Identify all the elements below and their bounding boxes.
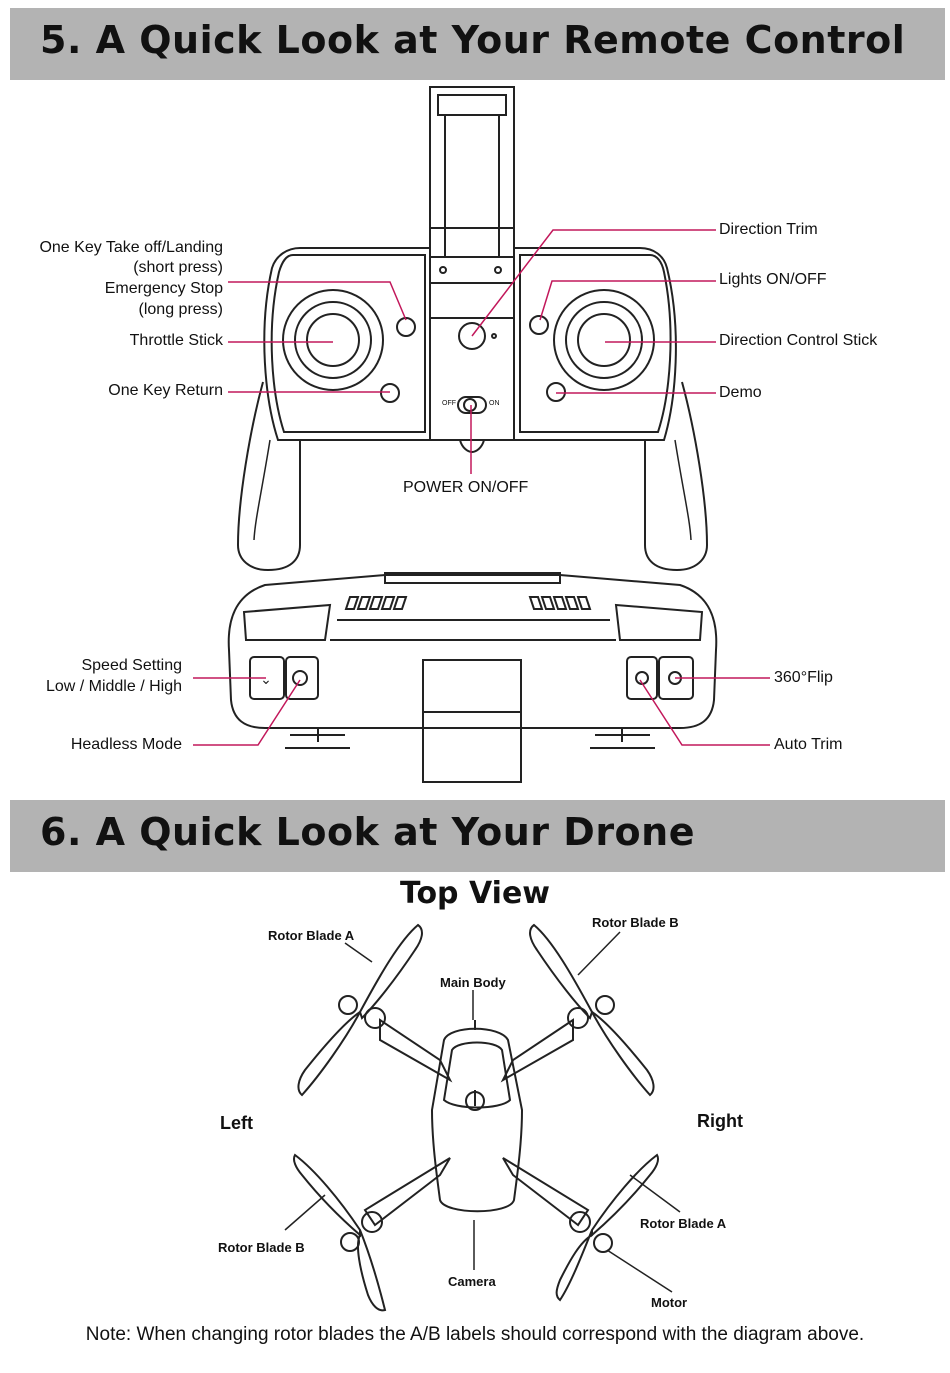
label-headless-mode: Headless Mode: [70, 736, 182, 753]
label-demo: Demo: [719, 384, 762, 401]
section-header-drone: 6. A Quick Look at Your Drone: [10, 800, 945, 872]
section-title-drone: 6. A Quick Look at Your Drone: [40, 810, 695, 854]
label-left: Left: [220, 1113, 253, 1133]
label-speed-levels: Low / Middle / High: [45, 678, 182, 695]
label-rotor-blade-a-bottom: Rotor Blade A: [640, 1216, 727, 1231]
label-direction-trim: Direction Trim: [719, 221, 818, 238]
label-power: POWER ON/OFF: [403, 479, 529, 496]
label-motor: Motor: [651, 1295, 688, 1310]
label-switch-off: OFF: [442, 400, 456, 407]
label-emergency-stop: Emergency Stop: [104, 280, 223, 297]
label-takeoff-landing: One Key Take off/Landing: [39, 239, 223, 256]
label-auto-trim: Auto Trim: [774, 736, 843, 753]
label-lights: Lights ON/OFF: [719, 271, 827, 288]
note-text: Note: When changing rotor blades the A/B…: [85, 1324, 865, 1345]
label-long-press: (long press): [138, 301, 223, 318]
label-direction-stick: Direction Control Stick: [719, 332, 878, 349]
remote-front-drawing: ⌄: [227, 572, 718, 783]
label-speed-setting: Speed Setting: [81, 657, 182, 674]
remote-control-drawing: [236, 86, 709, 572]
label-short-press: (short press): [133, 259, 223, 276]
label-360-flip: 360°Flip: [774, 669, 833, 686]
label-rotor-blade-b-bottom: Rotor Blade B: [218, 1240, 305, 1255]
label-rotor-blade-a-top: Rotor Blade A: [268, 928, 355, 943]
label-one-key-return: One Key Return: [108, 382, 223, 399]
svg-text:⌄: ⌄: [260, 671, 272, 687]
drone-callout-lines: [284, 931, 681, 1293]
top-view-title: Top View: [399, 876, 551, 911]
label-switch-on: ON: [489, 400, 500, 407]
label-right: Right: [697, 1111, 743, 1131]
label-throttle-stick: Throttle Stick: [129, 332, 223, 349]
remote-callout-lines: [193, 229, 770, 746]
label-main-body: Main Body: [440, 975, 506, 990]
label-rotor-blade-b-top: Rotor Blade B: [592, 915, 679, 930]
drone-drawing: [292, 923, 660, 1312]
section-header-remote: 5. A Quick Look at Your Remote Control: [10, 8, 945, 80]
section-title-remote: 5. A Quick Look at Your Remote Control: [40, 18, 906, 62]
label-camera: Camera: [448, 1274, 496, 1289]
